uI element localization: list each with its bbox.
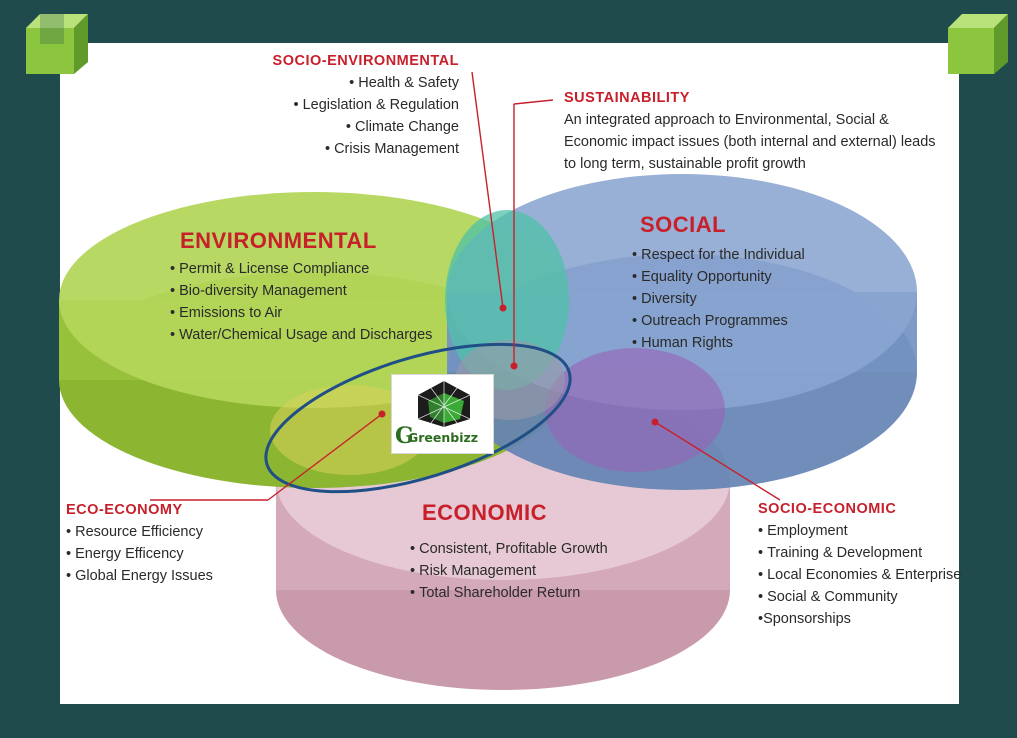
leader-lines [150, 71, 781, 501]
cube-icon-top-left [26, 14, 88, 74]
greenbizz-logo-mark-icon [417, 381, 471, 427]
sustainability-line: Economic impact issues (both internal an… [564, 134, 936, 150]
list-item: Training & Development [758, 542, 961, 564]
list-item: Outreach Programmes [632, 310, 805, 332]
socio-economic-heading: SOCIO-ECONOMIC [758, 501, 897, 517]
list-item: Bio-diversity Management [170, 280, 432, 302]
list-item: Resource Efficiency [66, 521, 213, 543]
overlap-environmental-economic [270, 385, 430, 475]
social-heading: SOCIAL [640, 212, 727, 237]
sustainability-line: to long term, sustainable profit growth [564, 156, 806, 172]
logo-mark-letter: G [395, 423, 414, 449]
leader-dots [378, 304, 659, 426]
list-item: Consistent, Profitable Growth [410, 538, 608, 560]
list-item: Energy Efficency [66, 543, 213, 565]
list-item: Local Economies & Enterprise [758, 564, 961, 586]
environmental-heading: ENVIRONMENTAL [180, 228, 377, 253]
socio-economic-list: Employment Training & Development Local … [758, 520, 961, 608]
list-item: Climate Change [273, 116, 459, 138]
cube-icon-top-right [948, 14, 1008, 74]
list-item: Equality Opportunity [632, 266, 805, 288]
list-item: Respect for the Individual [632, 244, 805, 266]
list-item: Permit & License Compliance [170, 258, 432, 280]
sustainability-heading: SUSTAINABILITY [564, 90, 690, 106]
leader-sustainability [513, 99, 554, 105]
leader-socio-environmental [471, 71, 504, 309]
environmental-list: Permit & License Compliance Bio-diversit… [170, 258, 432, 346]
economic-block: ECONOMIC Consistent, Profitable Growth R… [410, 502, 608, 604]
list-item: Emissions to Air [170, 302, 432, 324]
leader-socio-economic [654, 421, 781, 501]
greenbizz-logo: G Greenbizz [391, 374, 494, 454]
social-block: SOCIAL Respect for the Individual Equali… [632, 214, 805, 354]
logo-text: Greenbizz [408, 430, 479, 445]
eco-economy-block: ECO-ECONOMY Resource Efficiency Energy E… [66, 499, 213, 587]
socio-environmental-heading: SOCIO-ENVIRONMENTAL [272, 53, 459, 69]
sustainability-block: SUSTAINABILITY An integrated approach to… [564, 87, 936, 175]
list-item: Health & Safety [273, 72, 459, 94]
list-item: Crisis Management [273, 138, 459, 160]
dot-socio-economic [651, 418, 659, 426]
eco-economy-heading: ECO-ECONOMY [66, 502, 183, 518]
list-item: Social & Community [758, 586, 961, 608]
list-item: Employment [758, 520, 961, 542]
economic-list: Consistent, Profitable Growth Risk Manag… [410, 538, 608, 604]
list-item: Diversity [632, 288, 805, 310]
list-item: Water/Chemical Usage and Discharges [170, 324, 432, 346]
dot-eco-economy [378, 410, 386, 418]
eco-economy-list: Resource Efficiency Energy Efficency Glo… [66, 521, 213, 587]
social-list: Respect for the Individual Equality Oppo… [632, 244, 805, 354]
economic-heading: ECONOMIC [422, 500, 547, 525]
list-item: Global Energy Issues [66, 565, 213, 587]
socio-environmental-list: Health & Safety Legislation & Regulation… [273, 72, 459, 160]
dot-sustainability [510, 362, 518, 370]
dot-socio-environmental [499, 304, 507, 312]
list-item: Total Shareholder Return [410, 582, 608, 604]
sustainability-line: An integrated approach to Environmental,… [564, 112, 889, 128]
list-item: Risk Management [410, 560, 608, 582]
leader-eco-economy [267, 413, 383, 501]
socio-environmental-block: SOCIO-ENVIRONMENTAL Health & Safety Legi… [273, 50, 459, 160]
overlap-social-economic [545, 348, 725, 472]
socio-economic-block: SOCIO-ECONOMIC Employment Training & Dev… [758, 498, 961, 630]
list-item-sponsorships: •Sponsorships [758, 611, 851, 627]
list-item: Legislation & Regulation [273, 94, 459, 116]
list-item: Human Rights [632, 332, 805, 354]
sustainability-ellipse-outline [264, 342, 572, 494]
environmental-block: ENVIRONMENTAL Permit & License Complianc… [170, 230, 432, 346]
